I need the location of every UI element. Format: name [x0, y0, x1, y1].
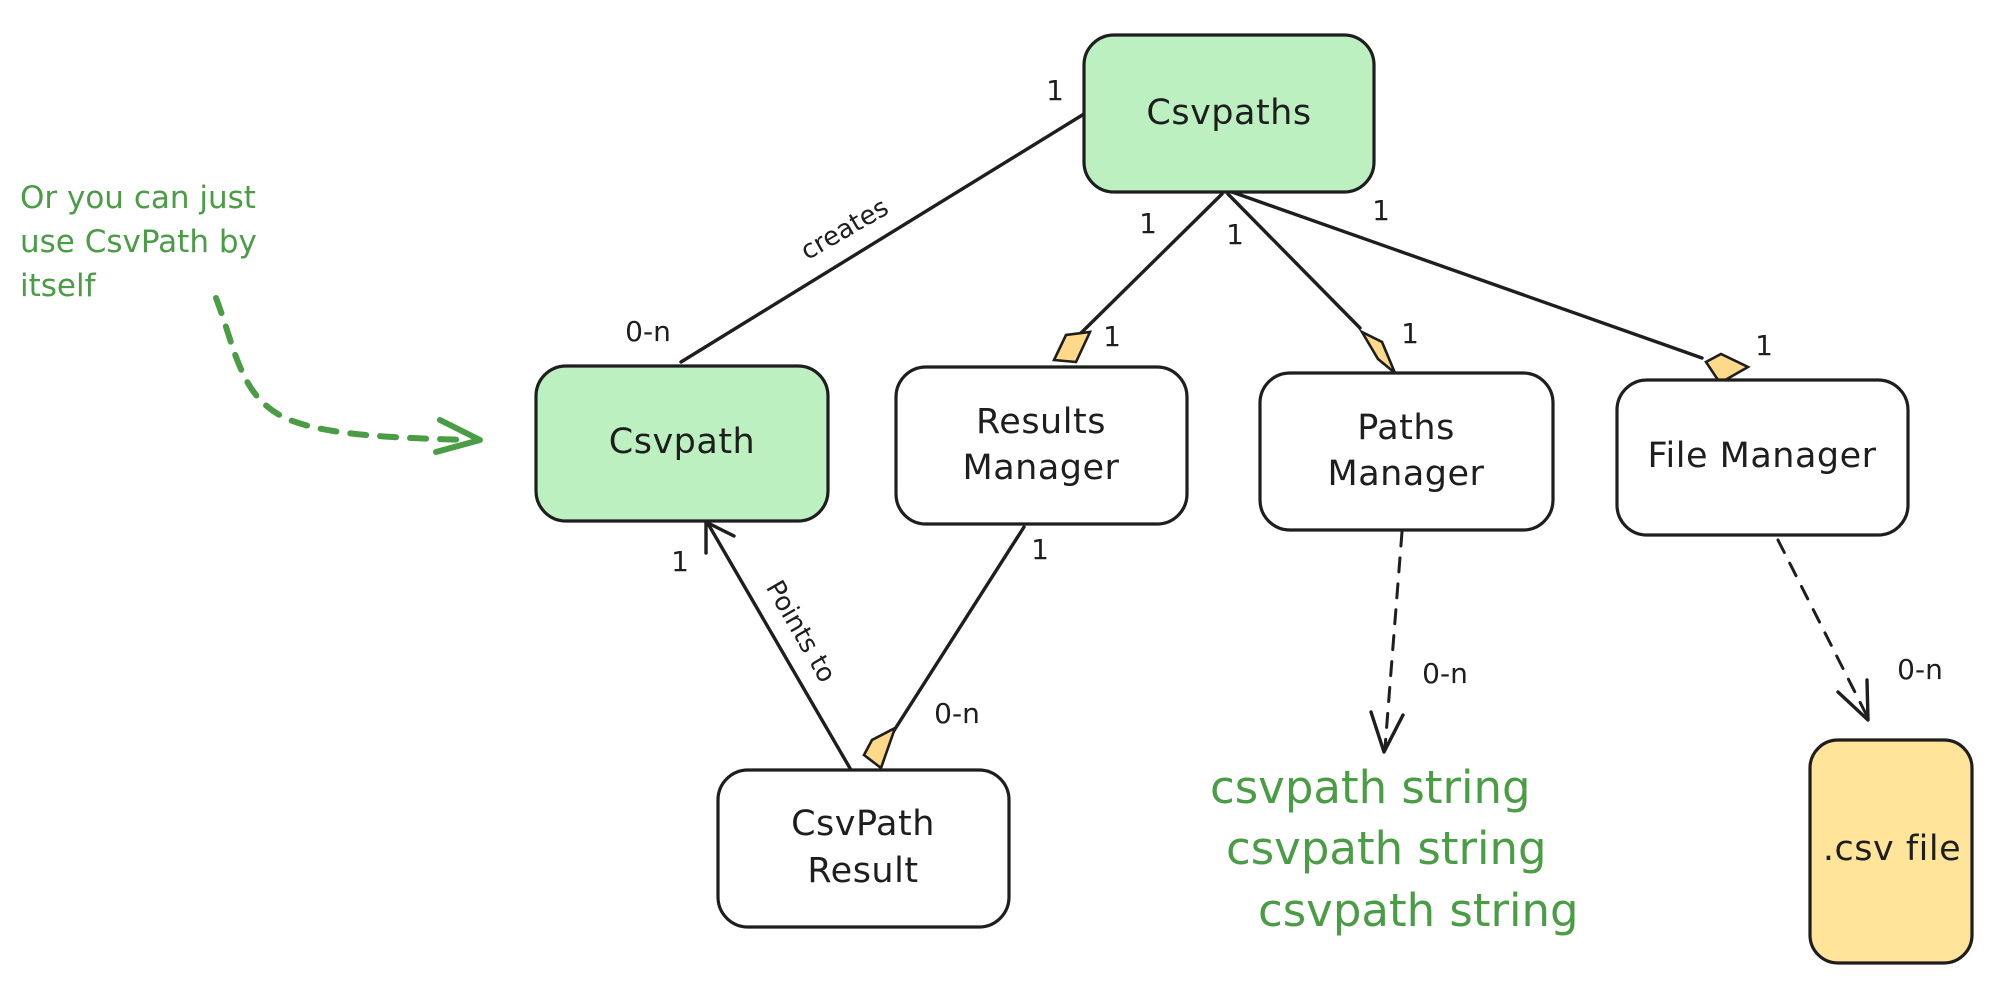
- mult-file-manager-to: 1: [1755, 329, 1773, 362]
- edge-file-manager-csv: [1776, 538, 1868, 716]
- side-note-arrowhead: [433, 417, 483, 455]
- edge-creates: [679, 112, 1086, 364]
- side-note-line-3: itself: [20, 268, 97, 304]
- node-file-manager[interactable]: File Manager: [1615, 378, 1910, 537]
- mult-results-manager-from: 1: [1139, 207, 1157, 240]
- csvpath-string-3: csvpath string: [1258, 884, 1579, 937]
- diamond-csvpath-result: [862, 725, 898, 771]
- edge-creates-label: creates: [796, 193, 894, 267]
- mult-results-manager-to: 1: [1103, 320, 1121, 353]
- side-note-line-1: Or you can just: [20, 180, 256, 216]
- mult-creates-from: 1: [1046, 74, 1064, 107]
- diamond-file-manager: [1704, 352, 1751, 385]
- mult-paths-manager-to: 1: [1401, 317, 1419, 350]
- side-note-arrow: [213, 295, 473, 443]
- node-csvpaths-label: Csvpaths: [1146, 93, 1311, 133]
- diamond-paths-manager: [1358, 328, 1397, 375]
- edge-paths-manager-strings: [1383, 530, 1404, 750]
- node-csvpath-result-line1: CsvPath: [791, 804, 935, 844]
- node-results-manager-line1: Results: [976, 402, 1106, 442]
- mult-file-csv-to: 0-n: [1897, 653, 1943, 686]
- node-paths-manager-box: [1258, 371, 1555, 532]
- node-csv-file-box: [1808, 738, 1974, 965]
- node-csvpath[interactable]: Csvpath: [534, 364, 830, 523]
- mult-results-result-from: 1: [1031, 533, 1049, 566]
- diamond-results-manager: [1052, 330, 1093, 364]
- mult-points-to-to: 1: [671, 545, 689, 578]
- node-csv-file-label: .csv file: [1823, 829, 1961, 869]
- mult-paths-manager-from: 1: [1226, 218, 1244, 251]
- mult-file-manager-from: 1: [1372, 194, 1390, 227]
- side-note-line-2: use CsvPath by: [20, 224, 257, 260]
- node-csvpaths[interactable]: Csvpaths: [1082, 33, 1376, 194]
- csvpath-string-2: csvpath string: [1226, 822, 1547, 875]
- csvpath-strings: csvpath string csvpath string csvpath st…: [1210, 761, 1579, 937]
- edge-points-to: [705, 520, 853, 772]
- node-file-manager-label: File Manager: [1647, 436, 1876, 476]
- mult-paths-strings-to: 0-n: [1422, 657, 1468, 690]
- node-results-manager-line2: Manager: [963, 448, 1120, 488]
- edge-csvpaths-results-manager: [1079, 192, 1224, 335]
- side-note: Or you can just use CsvPath by itself: [20, 180, 257, 304]
- node-file-manager-box: [1615, 378, 1910, 537]
- edge-results-manager-result: [886, 525, 1026, 742]
- mult-creates-to: 0-n: [625, 315, 671, 348]
- edge-csvpaths-file-manager: [1230, 190, 1704, 360]
- node-csvpath-result-line2: Result: [807, 851, 918, 891]
- node-csvpath-label: Csvpath: [609, 422, 755, 462]
- node-results-manager[interactable]: Results Manager: [894, 365, 1189, 526]
- node-results-manager-box: [894, 365, 1189, 526]
- node-paths-manager[interactable]: Paths Manager: [1258, 371, 1555, 532]
- edge-csvpaths-paths-manager: [1226, 192, 1362, 330]
- csvpath-string-1: csvpath string: [1210, 761, 1531, 814]
- file-manager-arrowhead: [1836, 678, 1870, 722]
- mult-results-result-to: 0-n: [934, 697, 980, 730]
- node-csvpaths-box: [1082, 33, 1376, 194]
- node-csvpath-result-box: [716, 768, 1011, 929]
- node-paths-manager-line1: Paths: [1357, 408, 1455, 448]
- node-paths-manager-line2: Manager: [1328, 454, 1485, 494]
- node-csvpath-result[interactable]: CsvPath Result: [716, 768, 1011, 929]
- node-csv-file[interactable]: .csv file: [1808, 738, 1974, 965]
- node-csvpath-box: [534, 364, 830, 523]
- paths-manager-arrowhead: [1369, 710, 1405, 754]
